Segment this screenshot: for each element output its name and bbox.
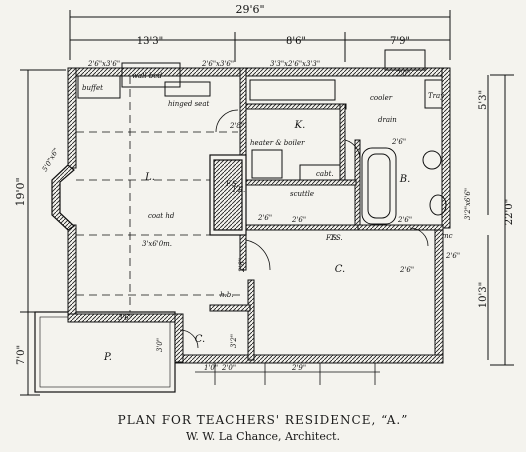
dim-living-window: 2'6": [257, 214, 272, 222]
label-te: T.E.: [232, 186, 245, 194]
architect-credit: W. W. La Chance, Architect.: [186, 430, 340, 443]
dim-bath-dims: 3'2"x6'6": [464, 188, 472, 220]
dim-porch-width: 3'6": [118, 314, 132, 322]
dim-window-e: 2'6": [399, 266, 414, 274]
dim-bay: 5'0"x6": [41, 147, 61, 173]
plan-title: PLAN FOR TEACHERS' RESIDENCE, “A.”: [117, 413, 409, 427]
label-heater-boiler: heater & boiler: [250, 139, 305, 147]
dim-dining-mid: 2'6": [291, 216, 306, 224]
dim-bed-window: 3'x6'0m.: [142, 240, 172, 248]
label-tray: Tray: [428, 92, 445, 100]
label-hb: h.b.: [220, 291, 233, 299]
rear-steps: [195, 363, 380, 385]
dim-rear-a: 1'0": [204, 364, 218, 372]
room-bed-label: B.: [399, 174, 411, 185]
label-cooler: cooler: [370, 94, 393, 102]
label-hinged-seat: hinged seat: [168, 100, 209, 108]
dim-bath-w: 2'6": [391, 138, 406, 146]
label-scuttle: scuttle: [290, 190, 314, 198]
dim-overall-width: 29'6": [235, 3, 264, 16]
dim-right-small: 2'6": [445, 252, 460, 260]
dim-rear-b: 2'0": [221, 364, 236, 372]
room-closet-label: C.: [195, 334, 205, 345]
built-in-furniture: [77, 49, 447, 225]
dim-right-total: 22'0": [504, 199, 515, 225]
label-cabinet: cabt.: [316, 170, 334, 178]
room-porch-label: P.: [103, 352, 112, 363]
dim-right-lower: 10'3": [478, 282, 489, 308]
dim-porch-depth: 3'0": [156, 338, 164, 352]
label-coat-hd: coat hd: [148, 212, 175, 220]
plan-caption: PLAN FOR TEACHERS' RESIDENCE, “A.” W. W.…: [0, 413, 526, 443]
label-buffet: buffet: [82, 84, 103, 92]
dim-bath-low: 2'6": [397, 216, 412, 224]
room-chamber-label: C.: [335, 264, 345, 275]
dim-window-a: 2'6"x3'6": [87, 60, 120, 68]
label-mc: mc: [442, 232, 453, 240]
bay-window: [51, 164, 75, 231]
ceiling-lines: [76, 76, 240, 312]
dim-rear-c: 2'9": [291, 364, 306, 372]
room-kitchen-label: K.: [294, 120, 306, 131]
dimension-lines: [20, 10, 514, 396]
room-living-label: L.: [144, 172, 155, 183]
dim-right-width: 7'9": [390, 36, 410, 47]
dim-side: 3'2": [230, 334, 238, 348]
dim-right-upper: 5'3": [478, 90, 489, 110]
dim-pantry-w: 2'0": [395, 70, 410, 78]
dim-porch-height: 7'0": [16, 345, 27, 365]
dim-left-height: 19'0": [14, 177, 27, 206]
dim-closet: 2'8": [238, 258, 246, 273]
dim-mid-width: 8'6": [286, 36, 306, 47]
label-drain: drain: [378, 116, 397, 124]
fireplace: [209, 154, 247, 236]
dim-window-c: 3'3"x2'6"x3'3": [270, 60, 320, 68]
door-swings: [179, 109, 429, 349]
door-ts: T.S.: [330, 234, 343, 242]
dim-left-width: 13'3": [137, 36, 163, 47]
dim-window-b: 2'6"x3'6": [201, 60, 234, 68]
label-fs: F.S.: [325, 234, 339, 242]
label-wall-bed: wall bed: [132, 72, 162, 80]
dim-window-d: 2'8": [229, 122, 244, 130]
door-fs: F.S.: [225, 180, 239, 188]
